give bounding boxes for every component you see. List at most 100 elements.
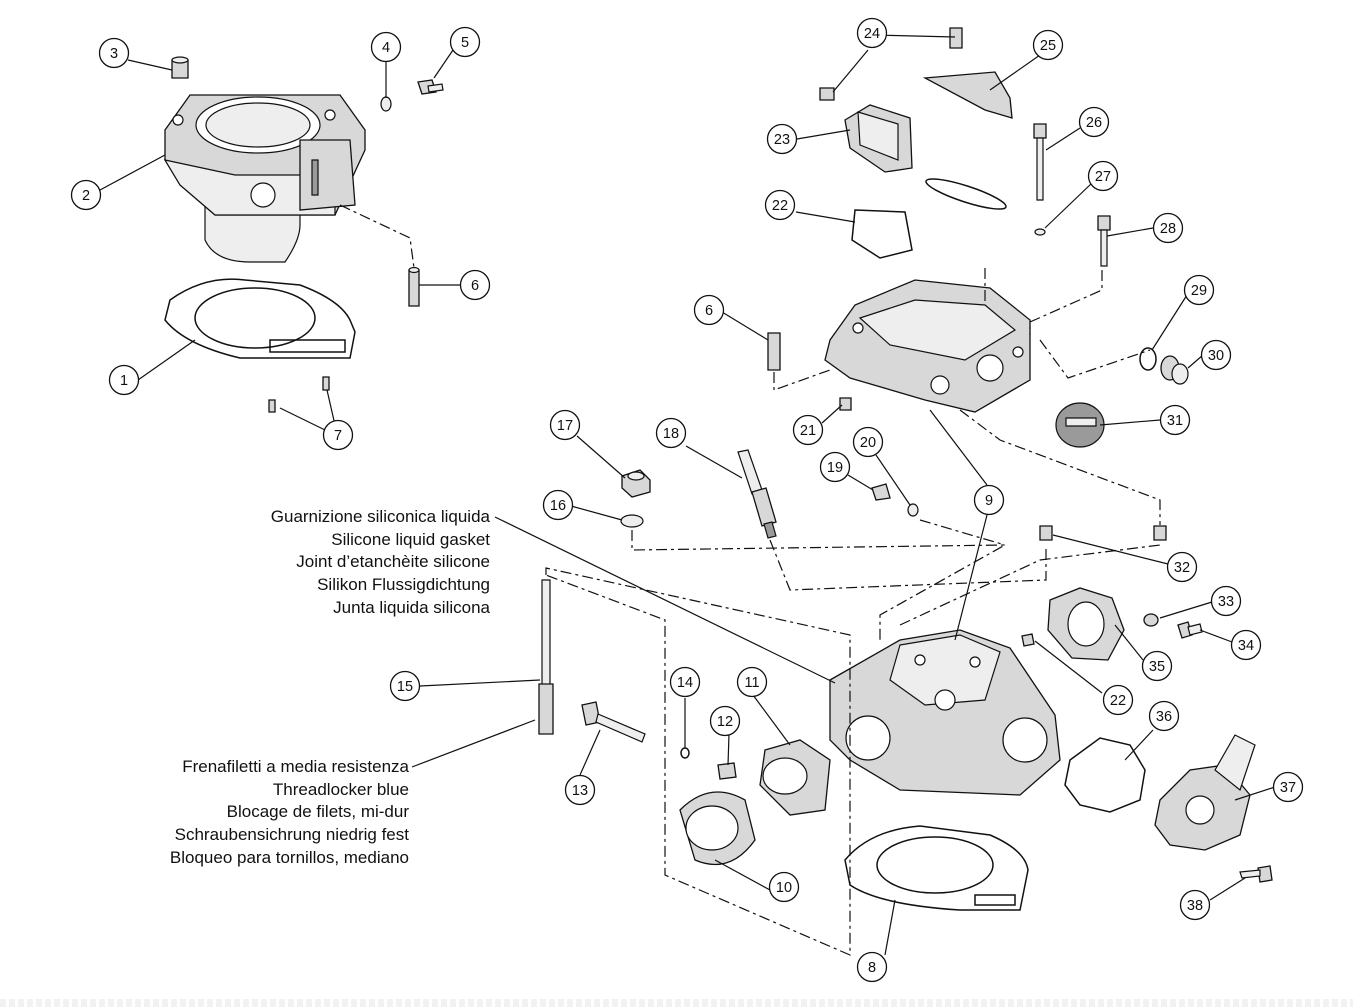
callout-number: 16: [550, 498, 566, 514]
part-drawings: [163, 27, 1273, 911]
threadlocker-line: Bloqueo para tornillos, mediano: [169, 847, 409, 867]
callout-circle: [766, 123, 798, 155]
washer-part: [380, 96, 392, 112]
dowel-part: [171, 56, 189, 79]
callout-15: 15: [389, 670, 421, 702]
silicone-line: Junta liquida silicona: [333, 597, 490, 617]
intake-manifold-part: [759, 739, 831, 816]
callout-number: 6: [471, 278, 479, 294]
callout-35: 35: [1141, 650, 1173, 682]
callout-number: 12: [717, 714, 733, 730]
callout-circle: [973, 484, 1005, 516]
callout-circle: [564, 774, 596, 806]
screw-34-part: [1177, 621, 1203, 639]
callout-number: 22: [772, 198, 788, 214]
callout-14: 14: [669, 666, 701, 698]
callout-38: 38: [1179, 889, 1211, 921]
callout-circle: [768, 871, 800, 903]
callout-number: 34: [1238, 638, 1254, 654]
callout-number: 35: [1149, 659, 1165, 675]
callout-33: 33: [1210, 585, 1242, 617]
callout-number: 29: [1191, 283, 1207, 299]
callout-5: 5: [449, 26, 481, 58]
callout-number: 5: [461, 35, 469, 51]
callout-29: 29: [1183, 274, 1215, 306]
dowel-32-part-b: [1153, 525, 1167, 541]
long-bolt-part-26: [1033, 123, 1047, 201]
callout-19: 19: [819, 451, 851, 483]
callout-26: 26: [1078, 106, 1110, 138]
cap-30-part: [1160, 355, 1189, 385]
pin-part-b: [268, 399, 276, 413]
cover-plate-part: [922, 71, 1013, 119]
callout-circle: [1200, 339, 1232, 371]
silicone-line: Silikon Flussigdichtung: [317, 575, 490, 595]
callout-8: 8: [856, 951, 888, 983]
threadlocker-line: Blocage de filets, mi-dur: [226, 802, 409, 822]
assembly-lines: [339, 204, 1161, 956]
callout-circle: [1230, 629, 1262, 661]
callout-27: 27: [1087, 160, 1119, 192]
callout-30: 30: [1200, 339, 1232, 371]
dowel-32-part-a: [1039, 525, 1053, 541]
callout-circle: [819, 451, 851, 483]
callout-number: 25: [1040, 38, 1056, 54]
plug-33-part: [1143, 613, 1159, 627]
callout-17: 17: [549, 409, 581, 441]
valve-cover-part: [844, 104, 913, 173]
silicone-line: Guarnizione siliconica liquida: [270, 507, 490, 526]
callout-number: 32: [1174, 560, 1190, 576]
callout-circle: [1272, 771, 1304, 803]
callout-circle: [108, 364, 140, 396]
callout-23: 23: [766, 123, 798, 155]
callout-34: 34: [1230, 629, 1262, 661]
cover-gasket-part: [851, 209, 913, 259]
callout-circle: [1183, 274, 1215, 306]
callout-number: 3: [110, 46, 118, 62]
threadlocker-line: Threadlocker blue: [272, 779, 409, 799]
pin-part-a: [322, 376, 330, 391]
callout-circle: [1078, 106, 1110, 138]
washer-27-part: [1034, 228, 1046, 236]
callout-number: 24: [864, 26, 880, 42]
callout-number: 15: [397, 679, 413, 695]
callout-circle: [1179, 889, 1211, 921]
callout-circle: [98, 37, 130, 69]
callout-number: 8: [868, 960, 876, 976]
callout-13: 13: [564, 774, 596, 806]
callout-16: 16: [542, 489, 574, 521]
callout-circle: [1148, 700, 1180, 732]
washer-20-part: [907, 503, 919, 517]
long-bolt-part-28: [1097, 215, 1111, 267]
callout-number: 23: [774, 132, 790, 148]
callout-circle: [792, 414, 824, 446]
washer-16-part: [620, 514, 644, 528]
callout-32: 32: [1166, 551, 1198, 583]
callout-circle: [736, 666, 768, 698]
cap-31-part: [1055, 402, 1105, 448]
callout-21: 21: [792, 414, 824, 446]
callout-22: 22: [764, 189, 796, 221]
callout-circle: [370, 31, 402, 63]
callout-circle: [1166, 551, 1198, 583]
callout-25: 25: [1032, 29, 1064, 61]
cylinder-part: [163, 94, 366, 263]
callout-number: 36: [1156, 709, 1172, 725]
valve-cover-screw-part: [819, 27, 963, 101]
callout-36: 36: [1148, 700, 1180, 732]
callout-number: 11: [744, 675, 759, 691]
cylinder-head-part: [829, 629, 1061, 796]
callout-number: 2: [82, 188, 90, 204]
silicone-line: Joint d’etanchèite silicone: [296, 552, 490, 572]
screw-part: [417, 79, 444, 95]
callout-4: 4: [370, 31, 402, 63]
head-screw-part: [767, 332, 781, 371]
screw-38-part: [1239, 865, 1273, 883]
spark-plug-part: [737, 449, 777, 539]
intake-boot-part: [679, 791, 756, 866]
water-pump-cover-part: [1154, 734, 1256, 851]
oring-29-part: [1139, 347, 1157, 371]
